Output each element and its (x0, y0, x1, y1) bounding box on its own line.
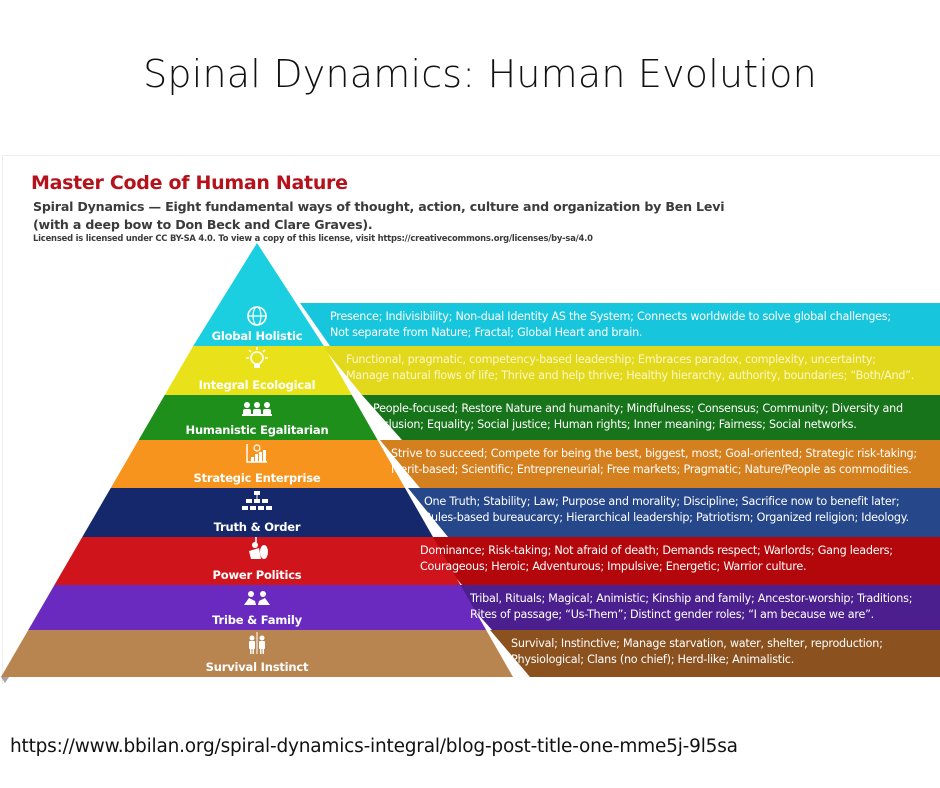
license-text: Licensed is licensed under CC BY-SA 4.0.… (33, 233, 593, 243)
infographic-title: Master Code of Human Nature (31, 172, 348, 194)
tier-description-line-1: Functional, pragmatic, competency-based … (346, 353, 876, 366)
tier-description: Strive to succeed; Compete for being the… (391, 446, 917, 478)
tier-description: Presence; Indivisibility; Non-dual Ident… (330, 309, 891, 341)
hierarchy-icon (242, 491, 272, 510)
pyramid-tier-segment (82, 488, 434, 537)
tier-description-band (422, 537, 940, 585)
globe-icon (247, 306, 267, 326)
infographic-subtitle: Spiral Dynamics — Eight fundamental ways… (33, 198, 733, 234)
pyramid-tier-segment (28, 585, 487, 630)
subtitle-line-1: Spiral Dynamics — Eight fundamental ways… (33, 199, 725, 214)
tier-label: Global Holistic (211, 329, 303, 343)
tier-description: Functional, pragmatic, competency-based … (346, 352, 914, 384)
source-url[interactable]: https://www.bbilan.org/spiral-dynamics-i… (10, 736, 738, 757)
tier-description-line-2: Merit-based; Scientific; Entrepreneurial… (391, 463, 912, 476)
tier-label: Truth & Order (213, 520, 301, 534)
tier-description-line-2: Physiological; Clans (no chief); Herd-li… (511, 653, 795, 666)
tier-label: Strategic Enterprise (193, 471, 321, 485)
pyramid-tier-segment (110, 440, 405, 488)
tier-description-line-1: People-focused; Restore Nature and human… (373, 402, 903, 415)
tier-description-line-2: Rules-based bureaucarcy; Hierarchical le… (424, 511, 909, 524)
tier-description-line-2: Not separate from Nature; Fractal; Globa… (330, 326, 643, 339)
tier-description-band (300, 303, 940, 346)
tier-label: Integral Ecological (198, 378, 316, 392)
tier-description-line-2: inclusion; Equality; Social justice; Hum… (373, 418, 857, 431)
tier-description: Survival; Instinctive; Manage starvation… (511, 636, 883, 668)
tier-description-line-1: One Truth; Stability; Law; Purpose and m… (424, 495, 900, 508)
growth-chart-icon (246, 444, 267, 463)
tier-description-line-1: Presence; Indivisibility; Non-dual Ident… (330, 310, 891, 323)
tier-label: Survival Instinct (205, 660, 309, 674)
tier-description-band (490, 630, 940, 677)
lightbulb-icon (246, 347, 268, 368)
tier-label: Humanistic Egalitarian (185, 423, 329, 437)
tier-description-band (322, 346, 940, 395)
tier-description-line-1: Survival; Instinctive; Manage starvation… (511, 637, 883, 650)
tier-description-band (380, 440, 940, 488)
tier-description-line-2: Manage natural flows of life; Thrive and… (346, 369, 915, 382)
family-icon (244, 591, 270, 605)
tier-description-band (408, 488, 940, 537)
page-title: Spinal Dynamics: Human Evolution (143, 52, 817, 96)
tier-description-line-1: Strive to succeed; Compete for being the… (391, 447, 917, 460)
tier-description-line-2: Rites of passage; “Us-Them”; Distinct ge… (470, 608, 874, 621)
pyramid-tier-segment (138, 395, 378, 440)
tier-description-band (362, 395, 940, 440)
survival-people-icon (249, 632, 265, 654)
pyramid-tier-segment (54, 537, 461, 585)
tier-description-line-2: Courageous; Heroic; Adventurous; Impulsi… (420, 560, 807, 573)
tier-shadow (1, 677, 9, 683)
tier-description: Dominance; Risk-taking; Not afraid of de… (420, 543, 893, 575)
tier-label: Power Politics (212, 568, 302, 582)
warrior-icon (249, 537, 268, 559)
tier-description: People-focused; Restore Nature and human… (373, 401, 903, 433)
tier-description: One Truth; Stability; Law; Purpose and m… (424, 494, 909, 526)
tier-description-band (452, 585, 940, 630)
subtitle-line-2: (with a deep bow to Don Beck and Clare G… (33, 217, 373, 232)
tier-description: Tribal, Rituals; Magical; Animistic; Kin… (470, 591, 912, 623)
tier-description-line-1: Tribal, Rituals; Magical; Animistic; Kin… (470, 592, 913, 605)
pyramid-tier-segment (193, 243, 324, 346)
tier-description-line-1: Dominance; Risk-taking; Not afraid of de… (420, 544, 893, 557)
tier-label: Tribe & Family (212, 613, 302, 627)
people-group-icon (242, 402, 272, 416)
pyramid-tier-segment (164, 346, 352, 395)
